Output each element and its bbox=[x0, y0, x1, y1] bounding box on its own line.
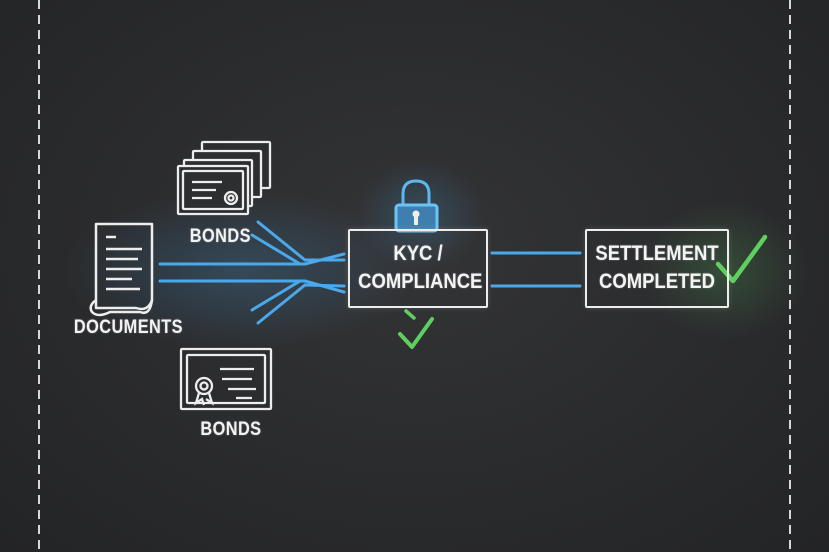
settlement-line-1: SETTLEMENT bbox=[595, 242, 719, 265]
kyc-line-2: COMPLIANCE bbox=[358, 270, 483, 293]
documents-label: DOCUMENTS bbox=[73, 317, 184, 338]
settlement-line-2: COMPLETED bbox=[598, 270, 716, 293]
document-scroll-icon bbox=[89, 222, 154, 317]
outbound-flow-lines bbox=[490, 251, 582, 288]
bonds-bottom-label: BONDS bbox=[200, 419, 262, 440]
settlement-completed-box: SETTLEMENT COMPLETED bbox=[585, 229, 729, 308]
checkmark-icon bbox=[404, 309, 416, 320]
inbound-flow-arrows bbox=[158, 220, 346, 325]
checkmark-icon bbox=[398, 317, 434, 349]
bonds-top-label: BONDS bbox=[189, 226, 251, 247]
bond-certificate-icon bbox=[179, 347, 273, 411]
bond-certificates-stack-icon bbox=[176, 140, 272, 216]
padlock-icon bbox=[394, 179, 439, 233]
kyc-line-1: KYC / bbox=[393, 242, 443, 265]
checkmark-icon bbox=[715, 234, 768, 284]
kyc-compliance-box: KYC / COMPLIANCE bbox=[348, 229, 488, 308]
